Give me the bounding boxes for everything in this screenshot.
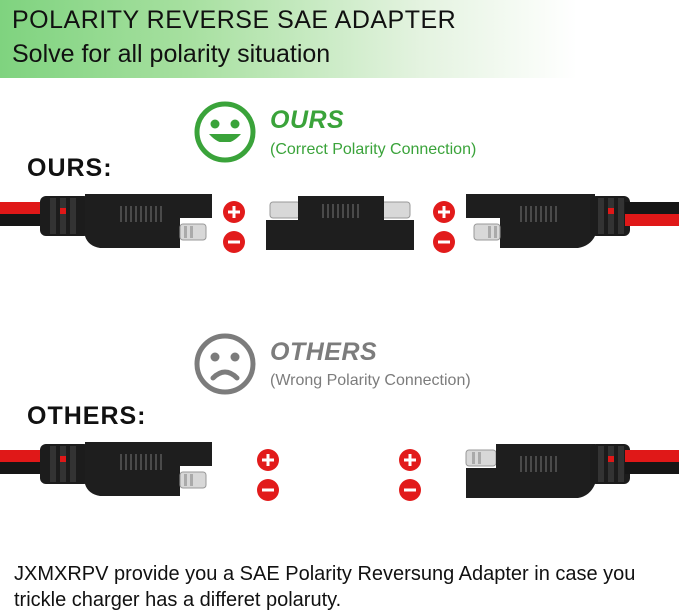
ours-connection-diagram bbox=[0, 194, 679, 250]
polarity-adapter bbox=[266, 196, 414, 250]
ours-tag-subtitle: (Correct Polarity Connection) bbox=[270, 141, 477, 158]
sad-face-icon bbox=[194, 333, 256, 395]
header-banner: POLARITY REVERSE SAE ADAPTER Solve for a… bbox=[0, 0, 679, 78]
banner-subtitle: Solve for all polarity situation bbox=[12, 40, 331, 68]
footer-description: JXMXRPV provide you a SAE Polarity Rever… bbox=[14, 563, 636, 611]
negative-icon bbox=[399, 479, 421, 501]
ours-tag-title: OURS bbox=[270, 106, 345, 134]
positive-icon bbox=[433, 201, 455, 223]
positive-icon bbox=[399, 449, 421, 471]
negative-icon bbox=[257, 479, 279, 501]
others-tag-subtitle: (Wrong Polarity Connection) bbox=[270, 372, 471, 389]
left-cable bbox=[0, 442, 212, 496]
left-cable bbox=[0, 194, 212, 248]
positive-icon bbox=[223, 201, 245, 223]
banner-title: POLARITY REVERSE SAE ADAPTER bbox=[12, 6, 457, 34]
negative-icon bbox=[433, 231, 455, 253]
smiley-face-icon bbox=[194, 101, 256, 163]
negative-icon bbox=[223, 231, 245, 253]
others-row-label: OTHERS: bbox=[27, 402, 147, 430]
right-cable bbox=[465, 444, 679, 498]
ours-row-label: OURS: bbox=[27, 154, 113, 182]
right-cable bbox=[466, 194, 679, 248]
others-tag-title: OTHERS bbox=[270, 338, 378, 366]
others-connection-diagram bbox=[0, 442, 679, 498]
positive-icon bbox=[257, 449, 279, 471]
